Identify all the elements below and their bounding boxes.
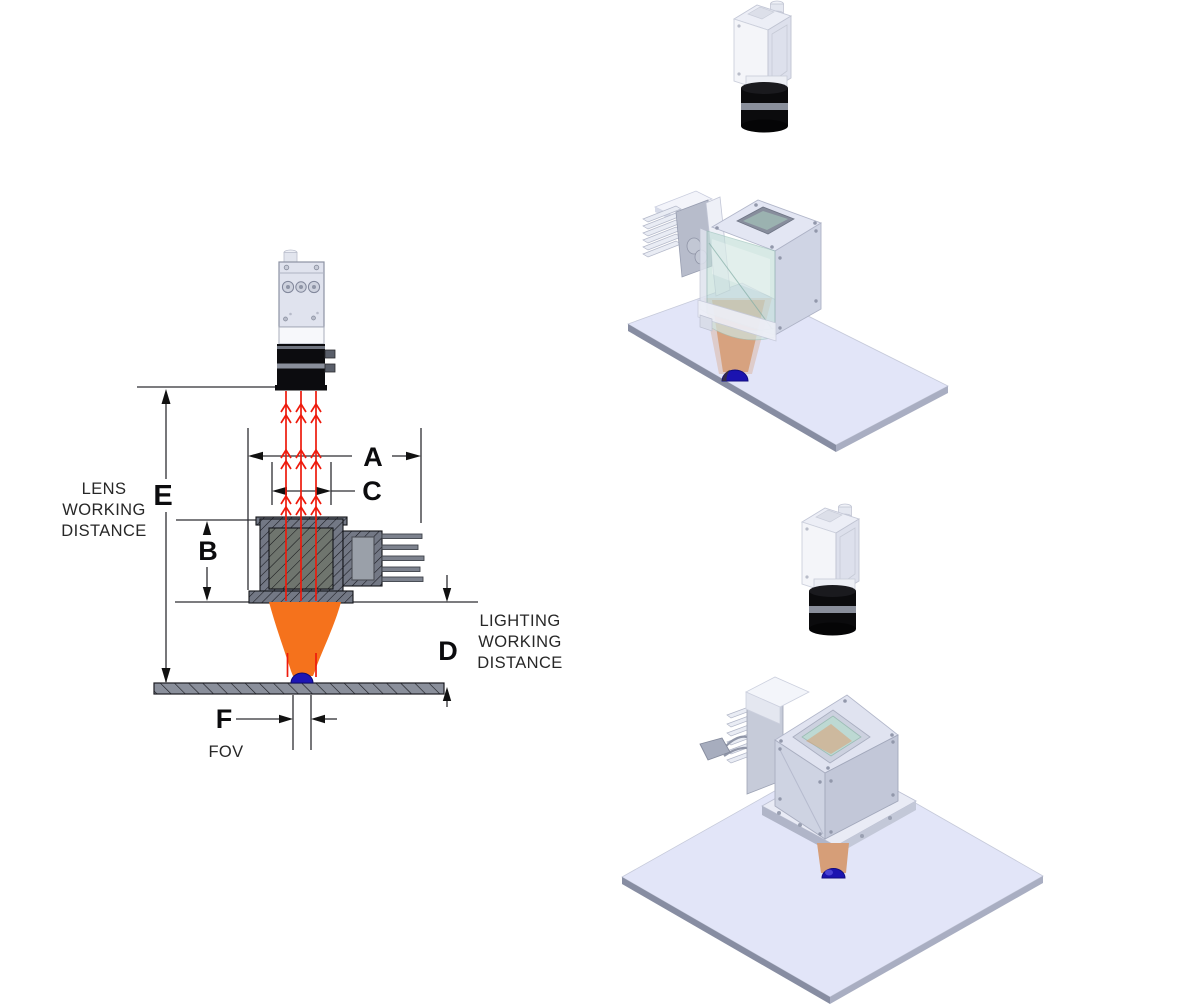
object-dome-2d [290,672,314,684]
lens-lighting-2d-diagram [137,249,478,750]
camera-lens-2d [275,344,336,391]
housing-middle [697,199,823,342]
top-slab-bottom [745,676,810,725]
dimension-a [247,428,422,590]
dim-label-e: E [153,480,173,512]
dome-highlight-bottom [825,869,833,876]
base-flange-middle [697,299,777,342]
dome-shadow-middle [722,369,730,381]
axial-light-render-assembled [621,676,1044,1004]
axial-light-section-2d [248,516,425,604]
dim-label-a: A [363,442,383,472]
camera-render-bottom [801,503,860,636]
object-dome-middle [721,369,749,382]
housing-bottom [774,694,899,840]
dim-label-c: C [362,476,382,506]
fov-label: FOV [208,743,244,761]
illumination-rays [280,391,322,677]
lighting-working-distance-label: LIGHTING WORKING DISTANCE [477,612,563,672]
camera-render-top [733,0,792,133]
dim-label-d: D [438,636,458,666]
connector-pins-2d [381,533,425,582]
dim-label-f: F [215,704,233,734]
axial-light-render-transparent [627,190,949,452]
light-cone-2d [269,602,341,676]
target-surface-2d [153,682,445,695]
heatsink-middle [642,190,713,258]
light-cone-bottom [817,843,849,873]
ray-arrowheads [280,402,322,516]
camera-2d [275,249,336,391]
dimension-f [236,695,337,750]
dimension-b [176,519,258,601]
lens-working-distance-label: LENS WORKING DISTANCE [61,480,147,540]
dim-label-b: B [198,536,218,566]
dimension-c [271,462,355,505]
dimension-e [137,386,277,683]
